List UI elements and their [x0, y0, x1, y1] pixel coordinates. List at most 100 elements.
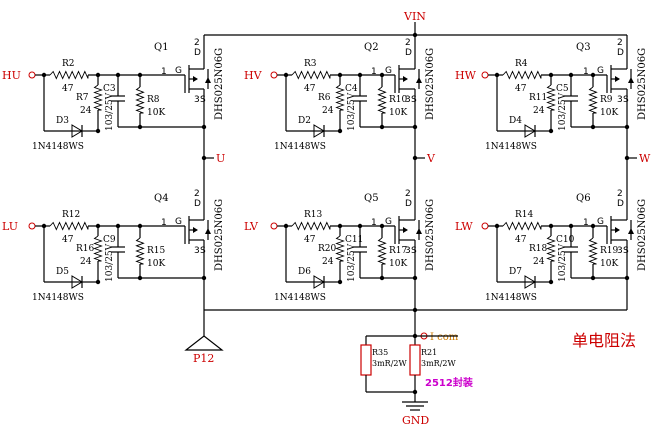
pulldown-resistor-ref: R17 — [389, 246, 408, 256]
mosfet-arrow — [615, 76, 620, 82]
gate-resistor-value: 24 — [533, 257, 545, 267]
series-resistor-ref: R2 — [62, 59, 75, 69]
pulldown-resistor — [377, 86, 387, 114]
drain-pin-number: 2 — [405, 189, 411, 199]
gate-resistor-ref: R7 — [76, 93, 89, 103]
gate-pin-number: 1 — [161, 67, 167, 77]
drain-pin-label: D — [194, 48, 201, 58]
gate-pin-number: 1 — [583, 67, 589, 77]
body-diode-arrow — [416, 228, 422, 234]
input-label-lw: LW — [455, 220, 473, 233]
mosfet-ref: Q1 — [154, 42, 169, 53]
capacitor-value: 103/25V — [558, 243, 568, 282]
series-resistor-value: 47 — [515, 84, 527, 94]
junction-dot — [548, 128, 554, 134]
gate-pin-label: G — [175, 217, 182, 227]
source-pin-label: S — [411, 246, 417, 256]
series-resistor-ref: R3 — [304, 59, 317, 69]
mosfet-ref: Q6 — [576, 193, 591, 204]
source-pin-label: S — [411, 95, 417, 105]
shunt-value-r21: 3mR/2W — [421, 359, 456, 368]
body-diode-arrow — [205, 228, 211, 234]
junction-dot — [337, 279, 343, 285]
p12-label: P12 — [193, 352, 214, 365]
gate-pin-label: G — [175, 66, 182, 76]
mosfet-arrow — [403, 227, 408, 233]
drain-pin-label: D — [617, 48, 624, 58]
diode-ref: D2 — [298, 116, 311, 126]
diode-part: 1N4148WS — [274, 293, 326, 303]
mosfet-part: DHS025N06G — [637, 199, 648, 271]
source-pin-label: S — [200, 95, 206, 105]
capacitor-ref: C11 — [345, 235, 363, 245]
shunt-ref-r21: R21 — [421, 348, 437, 357]
pulldown-resistor-ref: R9 — [600, 95, 613, 105]
junction-dot — [412, 32, 418, 38]
gate-pin-number: 1 — [583, 218, 589, 228]
input-port-hu — [28, 71, 36, 79]
gate-resistor-value: 24 — [80, 257, 92, 267]
drain-pin-number: 2 — [194, 38, 200, 48]
pulldown-resistor-value: 10K — [600, 259, 618, 269]
series-resistor — [49, 221, 89, 231]
series-resistor-ref: R14 — [515, 210, 534, 220]
shunt-ref-r35: R35 — [372, 348, 388, 357]
diode-ref: D3 — [56, 116, 69, 126]
junction-dot — [95, 128, 101, 134]
pulldown-resistor-value: 10K — [389, 108, 407, 118]
gate-resistor — [93, 235, 103, 262]
gate-resistor-value: 24 — [322, 257, 334, 267]
drain-pin-label: D — [194, 199, 201, 209]
drain-pin-label: D — [405, 48, 412, 58]
drain-pin-number: 2 — [405, 38, 411, 48]
output-label-u: U — [216, 152, 225, 165]
input-port-hw — [481, 71, 489, 79]
source-pin-number: 3 — [617, 95, 623, 105]
pulldown-resistor-ref: R15 — [147, 246, 166, 256]
output-label-v: V — [426, 152, 436, 165]
series-resistor-value: 47 — [304, 235, 316, 245]
capacitor-ref: C5 — [556, 84, 569, 94]
input-port-lw — [481, 222, 489, 230]
series-resistor-value: 47 — [304, 84, 316, 94]
gate-resistor-ref: R6 — [318, 93, 331, 103]
body-diode-arrow — [628, 77, 634, 83]
mosfet-part: DHS025N06G — [214, 199, 225, 271]
diode-ref: D7 — [509, 267, 522, 277]
series-resistor — [49, 70, 89, 80]
junction-dot — [379, 275, 385, 281]
drain-pin-number: 2 — [617, 189, 623, 199]
gate-pin-label: G — [385, 217, 392, 227]
gate-pin-number: 1 — [161, 218, 167, 228]
diode-ref: D4 — [509, 116, 522, 126]
mosfet-ref: Q2 — [364, 42, 379, 53]
input-label-lv: LV — [244, 220, 259, 233]
junction-dot — [95, 279, 101, 285]
capacitor-ref: C10 — [556, 235, 575, 245]
drain-pin-label: D — [405, 199, 412, 209]
body-diode-arrow — [205, 77, 211, 83]
series-resistor-ref: R12 — [62, 210, 80, 220]
junction-dot — [337, 128, 343, 134]
capacitor-value: 103/25V — [558, 92, 568, 131]
pulldown-resistor-ref: R10 — [389, 95, 408, 105]
gate-pin-label: G — [597, 66, 604, 76]
series-resistor-value: 47 — [62, 84, 74, 94]
diode-part: 1N4148WS — [274, 142, 326, 152]
pulldown-resistor-value: 10K — [147, 259, 165, 269]
mosfet-part: DHS025N06G — [425, 199, 436, 271]
shunt-resistor-r35 — [360, 344, 372, 376]
body-diode-arrow — [416, 77, 422, 83]
gate-resistor — [546, 84, 556, 111]
mosfet-ref: Q3 — [576, 42, 591, 53]
drain-pin-number: 2 — [194, 189, 200, 199]
gate-resistor-ref: R18 — [529, 244, 548, 254]
input-port-hv — [270, 71, 278, 79]
gate-resistor — [93, 84, 103, 111]
junction-dot — [379, 124, 385, 130]
input-label-hv: HV — [244, 69, 263, 82]
